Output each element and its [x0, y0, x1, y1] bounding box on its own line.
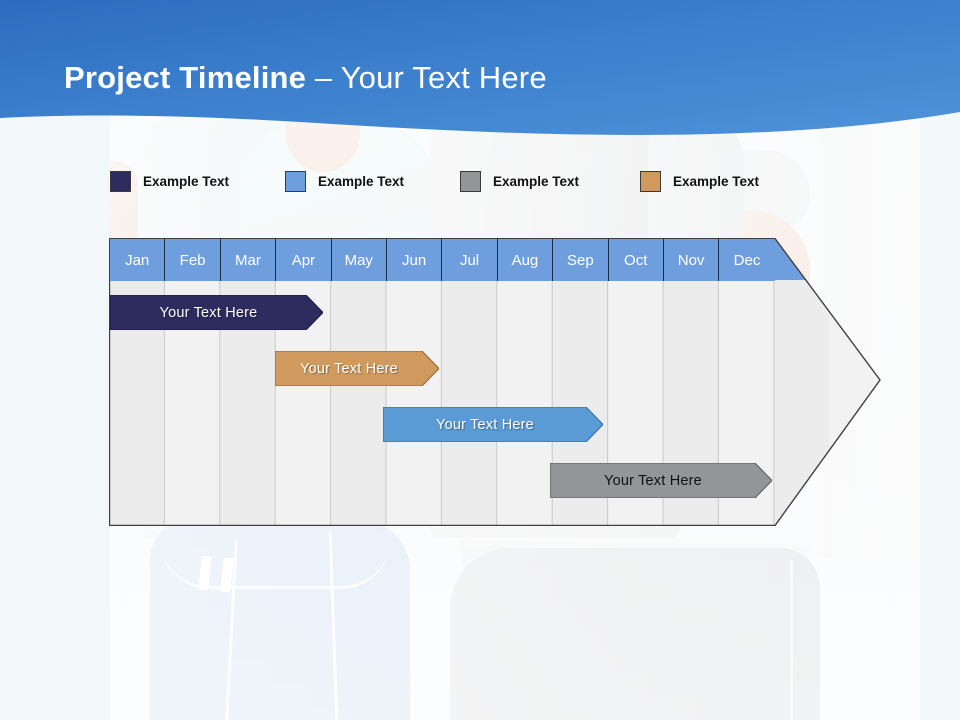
month-cell-nov[interactable]: Nov: [663, 239, 720, 281]
month-cell-apr[interactable]: Apr: [276, 239, 332, 281]
legend: Example Text Example Text Example Text E…: [110, 168, 810, 194]
timeline-bar-gray[interactable]: Your Text Here: [550, 463, 772, 498]
month-cell-dec[interactable]: Dec: [719, 239, 775, 281]
timeline-bar-blue[interactable]: Your Text Here: [383, 407, 603, 442]
legend-swatch-gray-icon: [460, 170, 481, 192]
legend-label-3: Example Text: [493, 173, 580, 189]
legend-swatch-navy-icon: [110, 170, 131, 192]
month-header-row: Jan Feb Mar Apr May Jun Jul Aug Sep Oct …: [110, 239, 775, 281]
month-cell-feb[interactable]: Feb: [165, 239, 221, 281]
month-cell-aug[interactable]: Aug: [497, 239, 554, 281]
photo-left-margin: [0, 110, 110, 720]
legend-swatch-orange-icon: [640, 170, 661, 192]
legend-label-4: Example Text: [673, 173, 760, 189]
page-title: Project Timeline – Your Text Here: [64, 58, 547, 98]
legend-label-2: Example Text: [318, 173, 405, 189]
legend-label-1: Example Text: [143, 173, 230, 189]
photo-right-margin: [920, 110, 960, 720]
month-cell-oct[interactable]: Oct: [608, 239, 664, 281]
timeline-bar-orange[interactable]: Your Text Here: [275, 351, 439, 386]
month-cell-mar[interactable]: Mar: [220, 239, 277, 281]
timeline-bar-orange-label: Your Text Here: [300, 360, 398, 377]
timeline-bar-navy-label: Your Text Here: [159, 304, 258, 321]
legend-item-2[interactable]: Example Text: [285, 168, 404, 194]
legend-item-3[interactable]: Example Text: [460, 168, 579, 194]
month-cell-jun[interactable]: Jun: [386, 239, 443, 281]
timeline-bar-blue-label: Your Text Here: [436, 416, 534, 433]
timeline-bar-navy[interactable]: Your Text Here: [110, 295, 323, 330]
gantt-chart: Jan Feb Mar Apr May Jun Jul Aug Sep Oct …: [109, 238, 881, 526]
title-banner: Project Timeline – Your Text Here: [0, 0, 960, 140]
timeline-bar-gray-label: Your Text Here: [604, 472, 702, 489]
page-title-strong: Project Timeline: [64, 60, 307, 95]
month-cell-jul[interactable]: Jul: [442, 239, 498, 281]
page-title-light: – Your Text Here: [306, 60, 547, 95]
legend-item-4[interactable]: Example Text: [640, 168, 759, 194]
legend-item-1[interactable]: Example Text: [110, 168, 229, 194]
month-cell-jan[interactable]: Jan: [110, 239, 166, 281]
month-cell-may[interactable]: May: [331, 239, 387, 281]
legend-swatch-blue-icon: [285, 170, 306, 192]
month-cell-sep[interactable]: Sep: [553, 239, 609, 281]
